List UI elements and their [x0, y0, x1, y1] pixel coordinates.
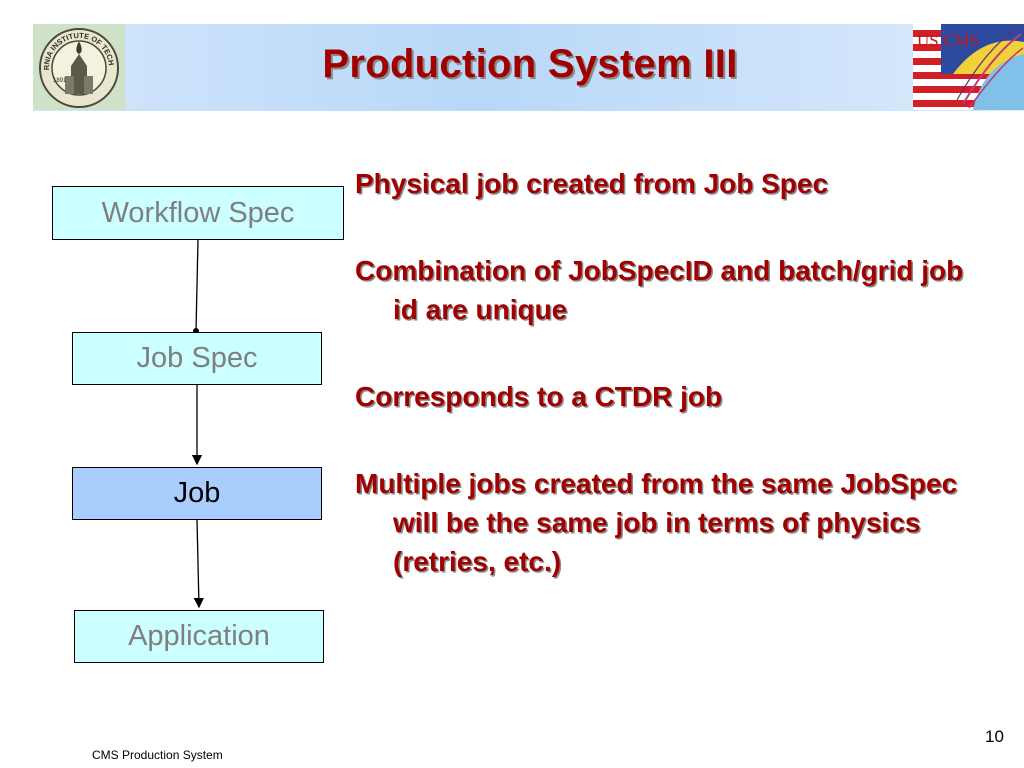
page-number: 10: [985, 727, 1004, 746]
connector-workflow-to-jobspec: [195, 239, 199, 332]
bullet-item: Multiple jobs created from the same JobS…: [355, 468, 958, 577]
footer-text: CMS Production System: [92, 748, 223, 762]
job-box: Job: [72, 467, 322, 520]
job-spec-box: Job Spec: [72, 332, 322, 385]
slide-title: Production System III: [322, 42, 738, 86]
us-cms-flag-logo: US CMS: [913, 24, 1024, 110]
header-band: [33, 24, 1024, 111]
us-cms-text: US CMS: [917, 31, 979, 50]
bullet-list: Physical job created from Job Spec Combi…: [355, 164, 995, 629]
seal-year: 1891: [53, 78, 67, 84]
caltech-seal-logo: CALIFORNIA INSTITUTE OF TECHNOLOGY 1891: [30, 17, 125, 110]
bullet-item: Combination of JobSpecID and batch/grid …: [355, 255, 964, 325]
application-box: Application: [74, 610, 324, 663]
workflow-spec-box: Workflow Spec: [52, 186, 344, 240]
bullet-item: Corresponds to a CTDR job: [355, 381, 723, 412]
connector-job-to-application: [193, 519, 204, 609]
bullet-item: Physical job created from Job Spec: [355, 168, 829, 199]
